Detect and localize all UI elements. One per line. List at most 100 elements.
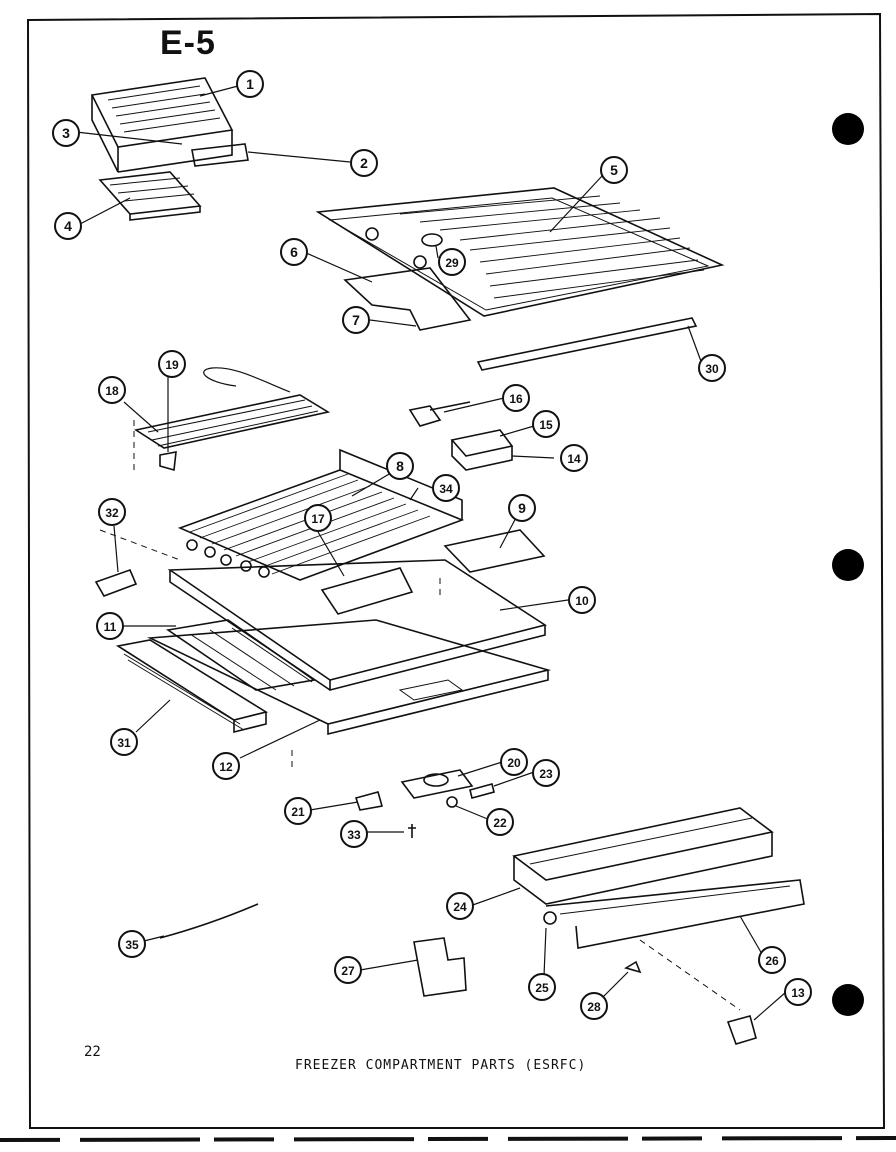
front-trim-rail [115,639,269,734]
callout-number: 26 [765,954,779,968]
wire-nut [354,791,384,811]
freezer-drawer [512,807,774,905]
callout-19: 19 [158,350,186,378]
callout-circle [52,119,80,147]
callout-number: 19 [165,358,179,372]
callout-number: 20 [507,756,521,770]
callout-circle [698,354,726,382]
callout-number: 17 [311,512,325,526]
screw-33 [408,824,416,838]
callout-number: 4 [64,218,72,234]
callout-5: 5 [600,156,628,184]
callout-number: 10 [575,594,589,608]
callout-7: 7 [342,306,370,334]
callout-circle [280,238,308,266]
callout-number: 22 [493,816,507,830]
callout-circle [54,212,82,240]
callout-circle [236,70,264,98]
callout-number: 33 [347,828,361,842]
callout-number: 27 [341,964,355,978]
page-number: 22 [84,1044,101,1060]
callout-circle [580,992,608,1020]
callout-circle [500,748,528,776]
callout-number: 15 [539,418,553,432]
callout-35: 35 [118,930,146,958]
callout-2: 2 [350,149,378,177]
callout-13: 13 [784,978,812,1006]
callout-circle [532,410,560,438]
callout-23: 23 [532,759,560,787]
callout-14: 14 [560,444,588,472]
callout-9: 9 [508,494,536,522]
callout-12: 12 [212,752,240,780]
mounting-bracket [413,937,467,997]
cover-plate [443,529,546,573]
panel-bracket [343,267,472,331]
binder-hole-top [832,113,864,145]
callout-circle [158,350,186,378]
callout-circle [386,452,414,480]
callout-circle [342,306,370,334]
callout-10: 10 [568,586,596,614]
callout-circle [118,930,146,958]
callout-20: 20 [500,748,528,776]
screw-22 [446,796,458,808]
callout-26: 26 [758,946,786,974]
thermostat-clip [408,401,471,427]
callout-30: 30 [698,354,726,382]
callout-circle [350,149,378,177]
callout-circle [528,973,556,1001]
callout-circle [110,728,138,756]
callout-6: 6 [280,238,308,266]
callout-number: 35 [125,938,139,952]
callout-number: 3 [62,125,70,141]
callout-circle [438,248,466,276]
callout-34: 34 [432,474,460,502]
harness-wire [159,903,259,939]
callout-circle [486,808,514,836]
callout-24: 24 [446,892,474,920]
callout-number: 23 [539,767,553,781]
callout-17: 17 [304,504,332,532]
callout-circle [98,498,126,526]
callout-29: 29 [438,248,466,276]
callout-circle [334,956,362,984]
callout-circle [532,759,560,787]
callout-circle [304,504,332,532]
callout-22: 22 [486,808,514,836]
drawer-rail [545,879,805,949]
callout-number: 5 [610,162,618,178]
callout-4: 4 [54,212,82,240]
callout-31: 31 [110,728,138,756]
callout-number: 1 [246,76,254,92]
drain-heater [133,367,331,472]
callout-circle [432,474,460,502]
callout-number: 25 [535,981,549,995]
retainer-clip [94,568,138,597]
callout-number: 29 [445,256,459,270]
drawer-stop [726,1015,757,1045]
binder-hole-bottom [832,984,864,1016]
air-grille [165,619,317,691]
callout-16: 16 [502,384,530,412]
roller-25 [543,911,557,925]
callout-number: 2 [360,155,368,171]
callout-8: 8 [386,452,414,480]
callout-number: 32 [105,506,119,520]
callout-25: 25 [528,973,556,1001]
callout-number: 24 [453,900,467,914]
trim-strip [476,317,698,371]
evaporator-cover-panel [315,187,725,317]
spring [469,783,495,799]
section-label: E-5 [160,24,216,62]
ice-bin-housing [90,77,234,173]
callout-circle [784,978,812,1006]
callout-number: 6 [290,244,298,260]
evaporator-coil [177,448,465,581]
callout-number: 18 [105,384,119,398]
callout-number: 8 [396,458,404,474]
callout-number: 34 [439,482,453,496]
callout-1: 1 [236,70,264,98]
